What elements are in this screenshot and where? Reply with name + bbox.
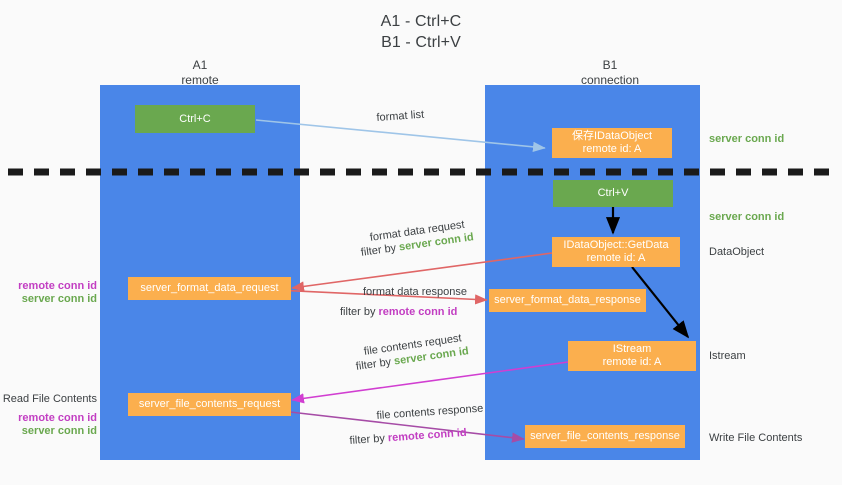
edge-label-file-contents-response-filter: filter by remote conn id xyxy=(349,426,467,448)
node-server-file-contents-response-label: server_file_contents_response xyxy=(530,430,680,442)
filter-prefix: filter by xyxy=(360,241,400,259)
node-saved-dataobject-line2: remote id: A xyxy=(582,143,642,155)
node-istream-line1: IStream xyxy=(612,343,652,355)
edge-label-file-contents-response: file contents response xyxy=(376,402,484,422)
filter-value-remote-conn-id: remote conn id xyxy=(387,426,467,445)
lane-header-b1-sub: connection xyxy=(580,73,640,87)
filter-prefix: filter by xyxy=(349,432,389,447)
annotation-server-conn-id-1: server conn id xyxy=(21,293,97,305)
lane-header-a1-sub: remote xyxy=(181,73,219,87)
diagram-title-line1: A1 - Ctrl+C xyxy=(380,13,462,30)
node-server-format-data-response[interactable]: server_format_data_response xyxy=(489,289,646,312)
lane-header-b1: B1 connection xyxy=(550,58,670,88)
node-server-file-contents-request[interactable]: server_file_contents_request xyxy=(128,393,291,416)
annotation-server-conn-id-2: server conn id xyxy=(21,425,97,437)
node-ctrl-c[interactable]: Ctrl+C xyxy=(135,105,255,133)
filter-prefix: filter by xyxy=(340,306,379,318)
annotation-dataobject: DataObject xyxy=(709,246,765,258)
annotation-remote-conn-id-2: remote conn id xyxy=(18,412,97,424)
node-server-format-data-request-label: server_format_data_request xyxy=(140,282,279,294)
lane-header-a1-name: A1 xyxy=(192,58,208,72)
node-istream[interactable]: IStream remote id: A xyxy=(568,341,696,371)
node-saved-dataobject-line1: 保存IDataObject xyxy=(571,130,653,142)
node-getdata-line1: IDataObject::GetData xyxy=(563,239,669,251)
annotation-server-conn-id-top: server conn id xyxy=(709,133,785,145)
node-saved-dataobject[interactable]: 保存IDataObject remote id: A xyxy=(552,128,672,158)
node-server-format-data-response-label: server_format_data_response xyxy=(494,294,641,306)
annotation-server-conn-id-mid: server conn id xyxy=(709,211,785,223)
node-istream-line2: remote id: A xyxy=(602,356,662,368)
filter-prefix: filter by xyxy=(355,355,395,373)
node-server-format-data-request[interactable]: server_format_data_request xyxy=(128,277,291,300)
node-ctrl-v[interactable]: Ctrl+V xyxy=(553,180,673,207)
edge-label-format-data-response: format data response xyxy=(363,286,467,298)
annotation-read-file-contents: Read File Contents xyxy=(2,393,97,405)
annotation-remote-conn-id-1: remote conn id xyxy=(18,280,97,292)
node-server-file-contents-request-label: server_file_contents_request xyxy=(138,398,281,410)
node-ctrl-v-label: Ctrl+V xyxy=(597,187,629,199)
node-server-file-contents-response[interactable]: server_file_contents_response xyxy=(525,425,685,448)
annotation-write-file-contents: Write File Contents xyxy=(709,432,803,444)
node-ctrl-c-label: Ctrl+C xyxy=(179,112,211,125)
edge-label-format-list: format list xyxy=(376,108,425,124)
annotation-istream: Istream xyxy=(709,350,746,362)
lane-header-a1: A1 remote xyxy=(140,58,260,88)
node-getdata[interactable]: IDataObject::GetData remote id: A xyxy=(552,237,680,267)
lane-header-b1-name: B1 xyxy=(602,58,618,72)
node-getdata-line2: remote id: A xyxy=(586,252,646,264)
edge-label-format-data-response-filter: filter by remote conn id xyxy=(340,305,457,319)
diagram-title-line2: B1 - Ctrl+V xyxy=(381,34,461,51)
filter-value-remote-conn-id: remote conn id xyxy=(378,306,458,318)
